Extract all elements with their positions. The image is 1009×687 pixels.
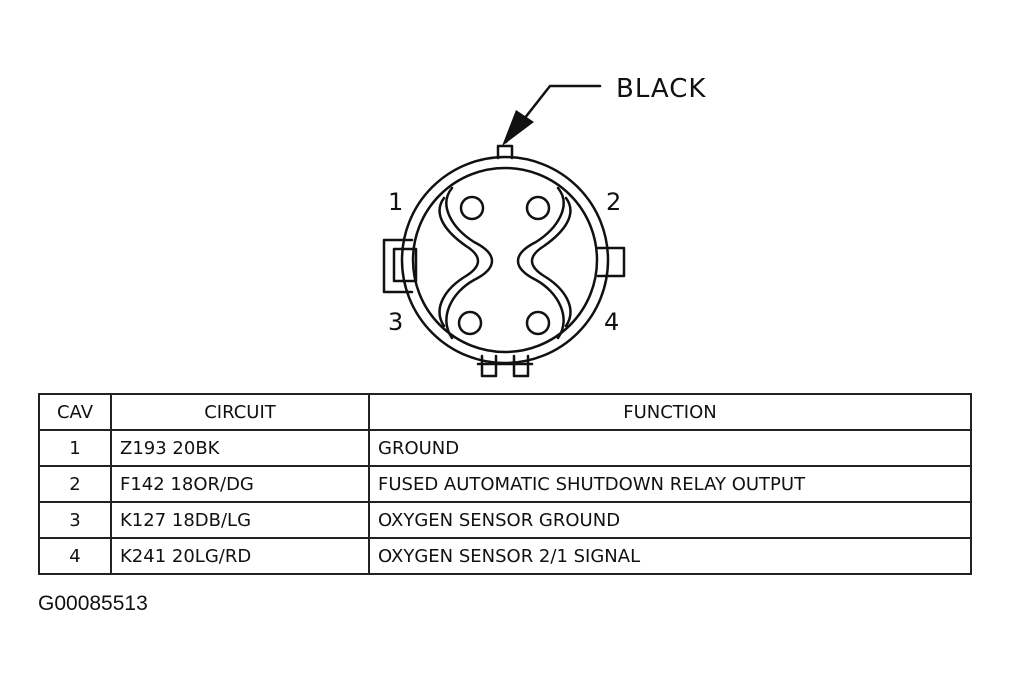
- cell-circuit: Z193 20BK: [110, 429, 370, 467]
- pin-label-1: 1: [388, 188, 403, 216]
- cell-function: OXYGEN SENSOR GROUND: [368, 501, 972, 539]
- table-row: 4 K241 20LG/RD OXYGEN SENSOR 2/1 SIGNAL: [38, 537, 972, 575]
- connector-inner-ring: [411, 166, 599, 354]
- cavity-3: [457, 310, 483, 336]
- pin-label-2: 2: [606, 188, 621, 216]
- cell-function: FUSED AUTOMATIC SHUTDOWN RELAY OUTPUT: [368, 465, 972, 503]
- pin-label-3: 3: [388, 308, 403, 336]
- cavity-1: [459, 195, 485, 221]
- pin-label-4: 4: [604, 308, 619, 336]
- cavity-divider-left-inner: [438, 196, 480, 328]
- table-row: 2 F142 18OR/DG FUSED AUTOMATIC SHUTDOWN …: [38, 465, 972, 503]
- header-cav: CAV: [38, 393, 112, 431]
- pinout-table: CAV CIRCUIT FUNCTION 1 Z193 20BK GROUND …: [38, 393, 972, 575]
- connector-diagram: BLACK 1 2 3 4: [382, 74, 706, 378]
- connector-color-label: BLACK: [616, 74, 706, 104]
- cell-cav: 2: [38, 465, 112, 503]
- left-latch: [382, 238, 414, 294]
- leader-arrowhead: [502, 110, 534, 146]
- cell-function: GROUND: [368, 429, 972, 467]
- cavity-divider-left: [445, 186, 494, 340]
- cell-circuit: F142 18OR/DG: [110, 465, 370, 503]
- cavity-4: [525, 310, 551, 336]
- cell-cav: 1: [38, 429, 112, 467]
- cell-cav: 4: [38, 537, 112, 575]
- right-latch: [596, 246, 626, 278]
- top-lock-tab: [496, 144, 514, 160]
- figure-id: G00085513: [38, 592, 148, 615]
- table-row: 1 Z193 20BK GROUND: [38, 429, 972, 467]
- bottom-key: [480, 354, 498, 378]
- bottom-key: [512, 354, 530, 378]
- cell-function: OXYGEN SENSOR 2/1 SIGNAL: [368, 537, 972, 575]
- cell-cav: 3: [38, 501, 112, 539]
- header-function: FUNCTION: [368, 393, 972, 431]
- cavity-2: [525, 195, 551, 221]
- left-latch-window: [392, 247, 418, 283]
- table-row: 3 K127 18DB/LG OXYGEN SENSOR GROUND: [38, 501, 972, 539]
- cavity-divider-right-inner: [530, 196, 572, 328]
- cell-circuit: K241 20LG/RD: [110, 537, 370, 575]
- cell-circuit: K127 18DB/LG: [110, 501, 370, 539]
- header-circuit: CIRCUIT: [110, 393, 370, 431]
- cavity-divider-right: [516, 186, 565, 340]
- table-header-row: CAV CIRCUIT FUNCTION: [38, 393, 972, 431]
- connector-outer-ring: [400, 155, 610, 365]
